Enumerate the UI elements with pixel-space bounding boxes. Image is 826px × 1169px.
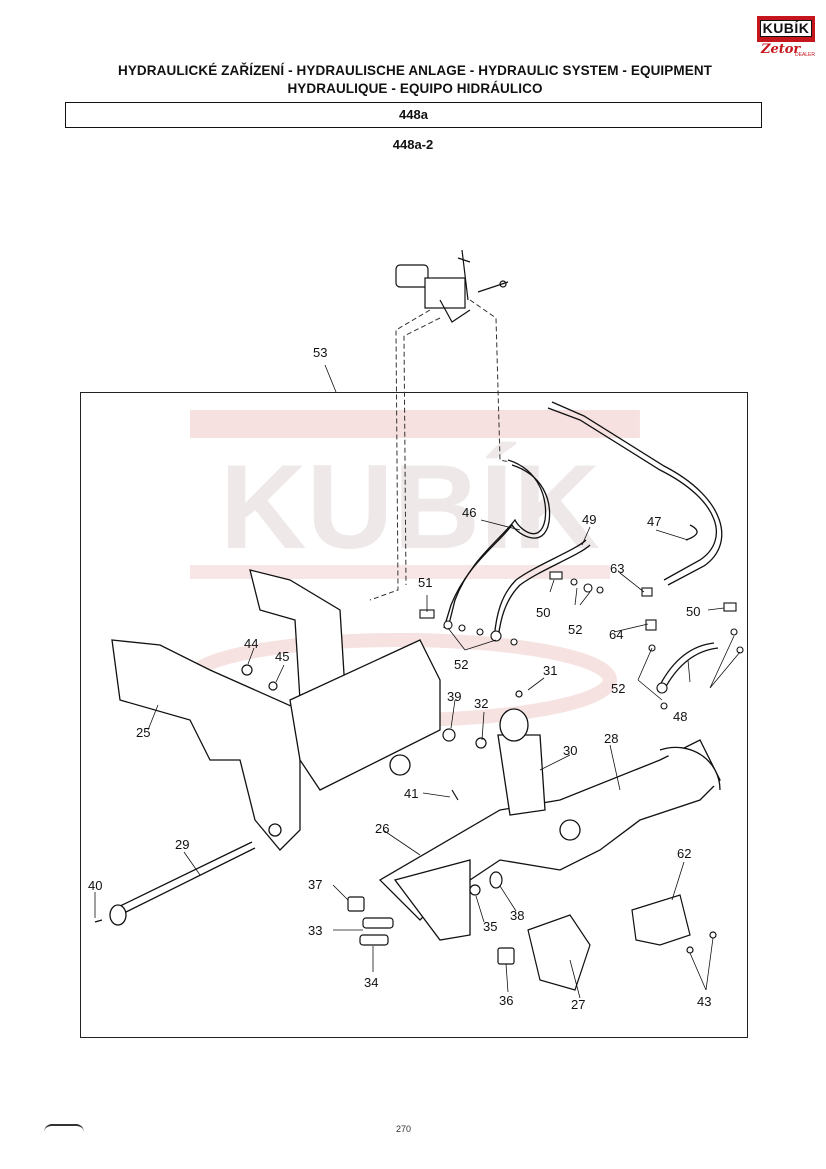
lift-arm (378, 739, 721, 941)
callout-label: 43 (697, 994, 711, 1009)
callout-label: 41 (404, 786, 418, 801)
callout-label: 26 (375, 821, 389, 836)
page-subtitle: HYDRAULIQUE - EQUIPO HIDRÁULICO (287, 81, 543, 96)
kubik-zetor-logo: KUBÍK Zetor DEALER (755, 14, 817, 60)
callout-label: 39 (447, 689, 461, 704)
watermark: KUBÍK (183, 410, 640, 727)
callout-label: 27 (571, 997, 585, 1012)
fittings (419, 571, 744, 710)
logo-dealer: DEALER (795, 52, 816, 58)
callout-label: 36 (499, 993, 513, 1008)
callout-label: 52 (611, 681, 625, 696)
group-code-box: 448a (65, 102, 762, 128)
callout-label: 34 (364, 975, 378, 990)
callout-label: 51 (418, 575, 432, 590)
callout-labels: 53 46 49 47 51 50 52 63 64 50 52 48 52 4… (88, 345, 711, 1012)
callout-label: 40 (88, 878, 102, 893)
control-valve (395, 249, 509, 323)
callout-label: 46 (462, 505, 476, 520)
leader-lines (94, 364, 741, 999)
valve-dashed-lines (369, 299, 511, 601)
callout-label: 64 (609, 627, 623, 642)
front-bracket (111, 569, 441, 851)
callout-label: 29 (175, 837, 189, 852)
callout-label: 35 (483, 919, 497, 934)
logo-brand-top: KUBÍK (760, 20, 812, 37)
page-title: HYDRAULICKÉ ZAŘÍZENÍ - HYDRAULISCHE ANLA… (117, 63, 713, 78)
callout-label: 62 (677, 846, 691, 861)
hydraulic-cylinder (497, 708, 546, 816)
callout-label: 50 (686, 604, 700, 619)
callout-label: 30 (563, 743, 577, 758)
callout-label: 53 (313, 345, 327, 360)
watermark-text: KUBÍK (220, 440, 600, 574)
callout-label: 47 (647, 514, 661, 529)
small-parts (241, 664, 717, 991)
callout-label: 63 (610, 561, 624, 576)
callout-label: 44 (244, 636, 258, 651)
callout-label: 28 (604, 731, 618, 746)
figure-code: 448a-2 (392, 137, 434, 152)
callout-label: 52 (454, 657, 468, 672)
logo-brand-bottom: Zetor (761, 42, 801, 57)
callout-label: 37 (308, 877, 322, 892)
page-number: 270 (396, 1124, 412, 1134)
axle-shaft (94, 841, 256, 926)
footer-mark (44, 1124, 84, 1132)
callout-label: 49 (582, 512, 596, 527)
diagram-frame (80, 392, 748, 1038)
callout-label: 25 (136, 725, 150, 740)
callout-label: 32 (474, 696, 488, 711)
callout-label: 31 (543, 663, 557, 678)
callout-label: 45 (275, 649, 289, 664)
callout-label: 48 (673, 709, 687, 724)
callout-label: 50 (536, 605, 550, 620)
logo-badge: KUBÍK (757, 16, 815, 42)
callout-label: 33 (308, 923, 322, 938)
callout-label: 52 (568, 622, 582, 637)
callout-label: 38 (510, 908, 524, 923)
hoses (443, 401, 723, 691)
